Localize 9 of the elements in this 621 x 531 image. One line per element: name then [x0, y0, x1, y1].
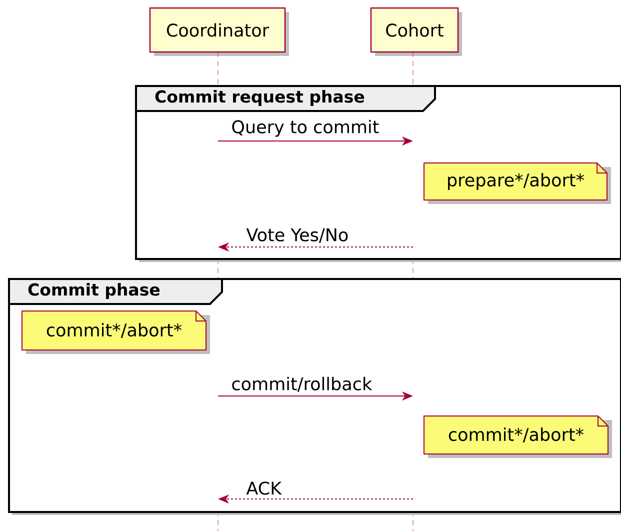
- participant-box: Cohort: [370, 7, 462, 56]
- message-label: Query to commit: [232, 120, 379, 137]
- message-label: Vote Yes/No: [246, 228, 348, 243]
- message-label: commit/rollback: [232, 376, 372, 392]
- note: commit*/abort*: [22, 310, 210, 354]
- message-label: ACK: [246, 482, 282, 495]
- note: prepare*/abort*: [424, 162, 611, 204]
- participant-box: Coordinator: [149, 7, 289, 56]
- note: commit*/abort*: [424, 416, 612, 458]
